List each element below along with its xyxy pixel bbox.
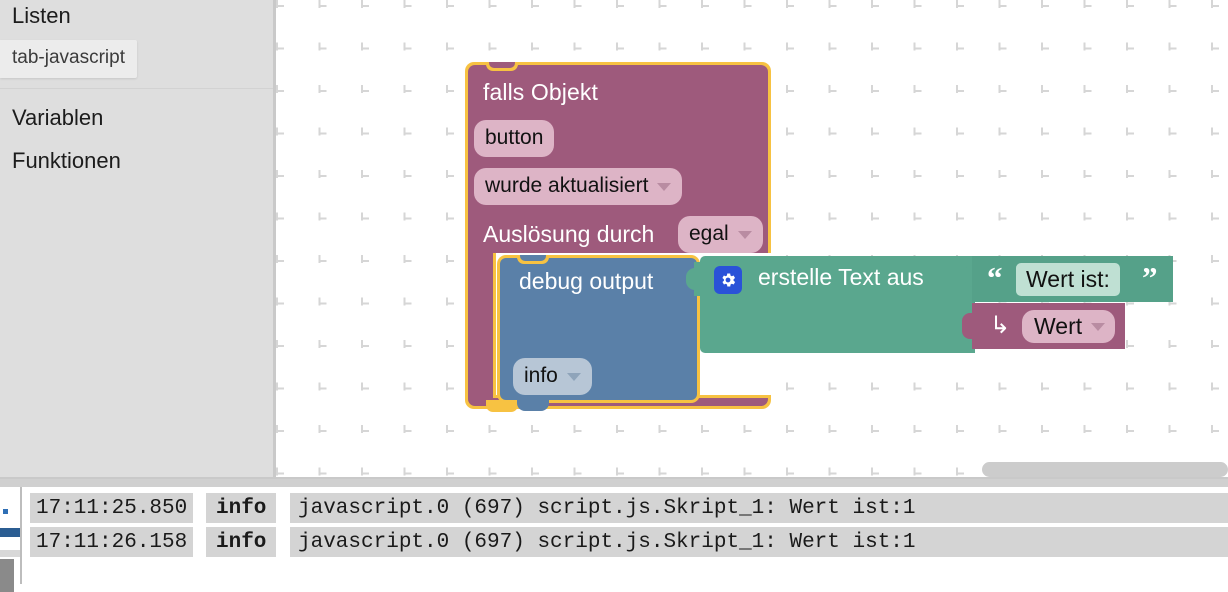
gutter-box-light [0, 550, 20, 557]
variable-socket [961, 303, 974, 339]
quote-close-icon: ” [1142, 260, 1158, 295]
dropdown-severity-label: info [524, 364, 558, 387]
block-string-literal[interactable]: “ Wert ist: ” [972, 256, 1173, 302]
label-ausloesung-durch: Auslösung durch [483, 221, 655, 247]
log-timestamp: 17:11:26.158 [30, 527, 194, 557]
panel-divider [0, 477, 1228, 479]
chevron-down-icon [1091, 323, 1106, 331]
chevron-down-icon [657, 183, 672, 191]
block-title-falls-objekt: falls Objekt [483, 79, 598, 105]
block-erstelle-text-aus[interactable]: erstelle Text aus [700, 256, 975, 353]
tab-javascript-tooltip: tab-javascript [0, 40, 137, 78]
block-debug-output[interactable]: debug output info [497, 255, 700, 411]
dropdown-variable-label: Wert [1034, 313, 1083, 339]
string-socket [965, 265, 975, 287]
chevron-down-icon [566, 373, 581, 381]
dropdown-condition[interactable]: wurde aktualisiert [474, 168, 683, 205]
gutter-marker-dot [3, 509, 8, 514]
gear-icon[interactable] [714, 266, 742, 294]
log-level: info [206, 493, 277, 523]
dropdown-trigger[interactable]: egal [678, 216, 763, 253]
sidebar-item-variablen[interactable]: Variablen [12, 105, 104, 130]
notch-bottom-bump [517, 397, 549, 411]
notch-bottom [486, 400, 518, 412]
return-arrow-icon: ↳ [990, 312, 1011, 339]
sidebar-divider [0, 88, 273, 89]
quote-open-icon: “ [987, 260, 1003, 295]
log-timestamp: 17:11:25.850 [30, 493, 194, 523]
canvas-hscroll-thumb[interactable] [982, 462, 1228, 477]
chevron-down-icon [737, 231, 752, 239]
dropdown-condition-label: wurde aktualisiert [485, 174, 649, 197]
field-string-value[interactable]: Wert ist: [1016, 263, 1120, 296]
gutter-selection-bar[interactable] [0, 528, 22, 537]
toolbox-sidebar: Listen Variablen Funktionen tab-javascri… [0, 0, 273, 477]
toolbox-border [273, 0, 276, 477]
input-plug [686, 262, 708, 296]
log-message: javascript.0 (697) script.js.Skript_1: W… [290, 527, 1228, 557]
log-row[interactable]: 17:11:26.158 info javascript.0 (697) scr… [22, 527, 1228, 557]
log-gutter-divider [20, 487, 22, 584]
log-panel: 17:11:25.850 info javascript.0 (697) scr… [0, 479, 1228, 592]
log-row[interactable]: 17:11:25.850 info javascript.0 (697) scr… [22, 493, 1228, 523]
notch-top-inner [520, 255, 546, 261]
log-panel-topbar [0, 479, 1228, 487]
dropdown-trigger-label: egal [689, 222, 729, 245]
sidebar-item-funktionen[interactable]: Funktionen [12, 148, 121, 173]
log-gutter [0, 487, 22, 592]
log-level: info [206, 527, 277, 557]
dropdown-severity[interactable]: info [513, 358, 592, 395]
field-object-button[interactable]: button [474, 120, 555, 157]
sidebar-item-listen[interactable]: Listen [12, 3, 71, 28]
dropdown-variable-name[interactable]: Wert [1022, 310, 1116, 343]
block-title-debug-output: debug output [519, 268, 654, 294]
log-message: javascript.0 (697) script.js.Skript_1: W… [290, 493, 1228, 523]
mouth-outline-left [493, 253, 496, 398]
notch-top-inner [489, 62, 515, 68]
field-object-label: button [485, 126, 544, 149]
block-variable-wert[interactable]: ↳ Wert [972, 303, 1125, 349]
block-title-erstelle-text-aus: erstelle Text aus [758, 264, 924, 290]
gutter-box-dark [0, 559, 14, 592]
